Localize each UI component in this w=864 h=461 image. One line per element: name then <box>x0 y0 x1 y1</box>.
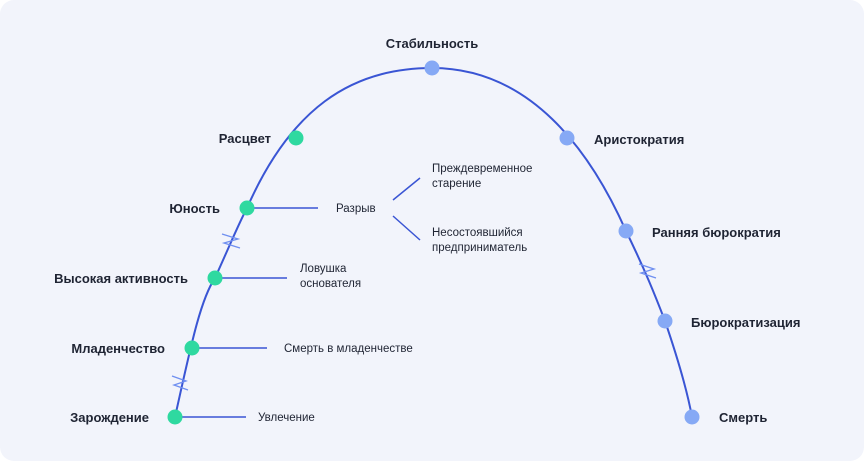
label-smert: Смерть <box>719 410 767 425</box>
line-branch-down <box>392 215 421 241</box>
trap-lovushka-line2: основателя <box>300 278 361 290</box>
dot-rannyaya <box>618 223 634 239</box>
label-aristokratiya: Аристократия <box>594 132 684 147</box>
dot-aktivnost <box>207 270 223 286</box>
dot-smert <box>684 409 700 425</box>
label-rannyaya: Ранняя бюрократия <box>652 225 781 240</box>
break-marker-lower-left <box>171 375 189 391</box>
break-marker-right <box>638 263 657 279</box>
trap-lovushka: Ловушка основателя <box>300 263 361 290</box>
label-mladenchestvo: Младенчество <box>71 341 165 356</box>
trap-smert-mladenchestvo: Смерть в младенчестве <box>284 343 413 355</box>
label-yunost: Юность <box>169 201 220 216</box>
dot-aristokratiya <box>559 130 575 146</box>
label-biurokratizatsiya: Бюрократизация <box>691 315 800 330</box>
trap-prezhdevremennoe: Преждевременное старение <box>432 163 536 190</box>
label-aktivnost: Высокая активность <box>54 271 188 286</box>
line-branch-up <box>392 177 421 201</box>
dot-zarozhdenie <box>167 409 183 425</box>
label-zarozhdenie: Зарождение <box>70 410 149 425</box>
label-rastsvet: Расцвет <box>219 131 271 146</box>
dot-stabilnost <box>424 60 440 76</box>
trap-prezhdevremennoe-line1: Преждевременное <box>432 163 532 175</box>
dot-rastsvet <box>288 130 304 146</box>
label-stabilnost: Стабильность <box>386 36 478 51</box>
trap-nesostoyavshiysya-line1: Несостоявшийся <box>432 227 523 239</box>
dot-mladenchestvo <box>184 340 200 356</box>
trap-uvlechenie: Увлечение <box>258 412 315 424</box>
trap-nesostoyavshiysya-line2: предприниматель <box>432 242 527 254</box>
trap-lovushka-line1: Ловушка <box>300 263 347 275</box>
break-marker-upper-left <box>221 233 241 249</box>
trap-prezhdevremennoe-line2: старение <box>432 178 481 190</box>
dot-biurokratizatsiya <box>657 313 673 329</box>
dot-yunost <box>239 200 255 216</box>
trap-nesostoyavshiysya: Несостоявшийся предприниматель <box>432 227 527 254</box>
trap-razryv: Разрыв <box>336 203 376 215</box>
